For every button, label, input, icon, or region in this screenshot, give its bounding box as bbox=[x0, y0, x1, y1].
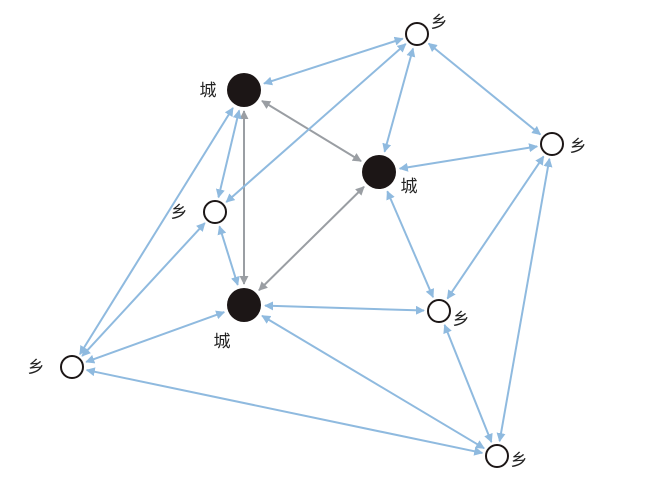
edge-r5-r6 bbox=[85, 367, 484, 456]
edge-r1-r2 bbox=[427, 42, 542, 136]
edge-r2-r6 bbox=[496, 157, 553, 443]
nodes-layer bbox=[60, 22, 564, 468]
edge-c1-c2 bbox=[261, 100, 362, 162]
edge-r4-r6 bbox=[443, 324, 493, 443]
edge-r2-c2 bbox=[398, 143, 539, 172]
rural-node-r1 bbox=[405, 22, 429, 46]
node-label-c2: 城 bbox=[401, 177, 418, 197]
rural-node-r6 bbox=[485, 444, 509, 468]
edge-c3-r5 bbox=[85, 310, 226, 364]
edge-c2-r4 bbox=[386, 190, 434, 299]
rural-node-r3 bbox=[203, 200, 227, 224]
edge-c2-c3 bbox=[258, 186, 365, 291]
urban-node-c3 bbox=[227, 288, 261, 322]
edge-c3-r6 bbox=[261, 314, 485, 450]
edge-r1-r3 bbox=[225, 43, 407, 203]
node-label-r3: 乡 bbox=[171, 203, 188, 223]
node-label-r4: 乡 bbox=[453, 310, 470, 330]
rural-node-r4 bbox=[427, 299, 451, 323]
edge-c1-r3 bbox=[215, 109, 242, 199]
edges-layer bbox=[79, 36, 553, 456]
urban-node-c2 bbox=[362, 155, 396, 189]
rural-node-r5 bbox=[60, 355, 84, 379]
node-label-r6: 乡 bbox=[511, 451, 528, 471]
edge-r3-c3 bbox=[217, 225, 240, 286]
node-label-r2: 乡 bbox=[570, 137, 587, 157]
rural-node-r2 bbox=[540, 132, 564, 156]
node-label-r1: 乡 bbox=[431, 13, 448, 33]
edge-c1-r1 bbox=[263, 36, 404, 86]
edge-c3-r4 bbox=[264, 301, 425, 315]
node-label-c3: 城 bbox=[214, 332, 231, 352]
urban-node-c1 bbox=[227, 73, 261, 107]
edge-r1-c2 bbox=[382, 47, 416, 153]
node-label-c1: 城 bbox=[200, 81, 217, 101]
edge-r3-r5 bbox=[81, 222, 206, 357]
node-label-r5: 乡 bbox=[28, 358, 45, 378]
